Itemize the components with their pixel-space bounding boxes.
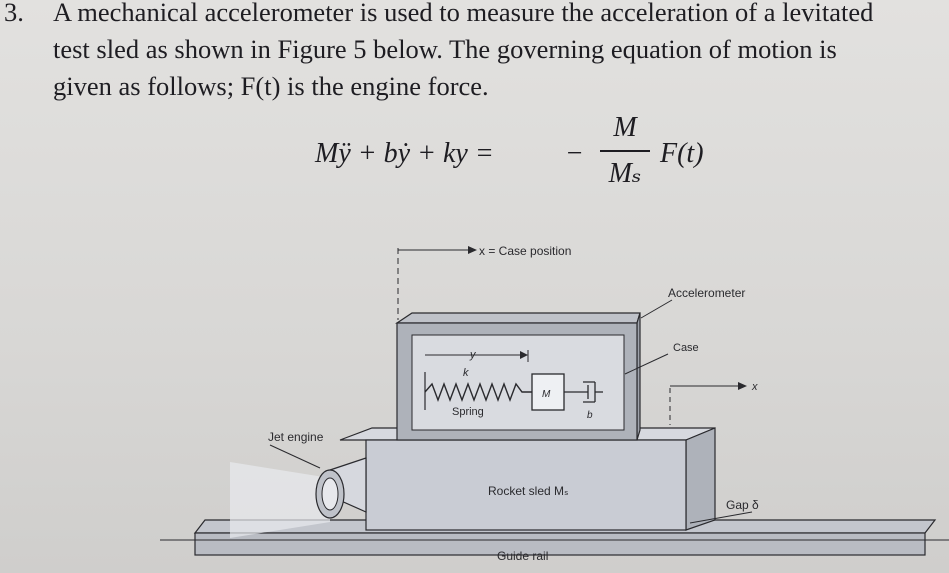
case-position-indicator <box>397 246 477 320</box>
fraction-numerator: M <box>613 112 637 143</box>
x-axis-label: x <box>751 381 758 393</box>
x-axis-indicator <box>669 382 747 425</box>
case-position-label: x = Case position <box>479 244 571 258</box>
spring-mass-damper <box>424 350 603 411</box>
case-label: Case <box>673 342 699 354</box>
mass-label: M <box>542 389 551 400</box>
damper-label: b <box>587 410 593 421</box>
mass-ratio-fraction: M Mₛ <box>600 108 650 194</box>
k-label: k <box>463 367 469 379</box>
case-leader <box>624 353 669 375</box>
equation-minus: − <box>565 138 584 169</box>
jet-engine <box>230 457 367 538</box>
problem-number: 3. <box>4 0 24 27</box>
gap-leader <box>689 511 753 524</box>
spring-label: Spring <box>452 406 484 418</box>
problem-text: A mechanical accelerometer is used to me… <box>53 0 933 105</box>
equation-lhs: Mÿ + bẏ + ky = <box>315 138 494 169</box>
fraction-denominator: Mₛ <box>608 158 642 189</box>
equation-rhs: F(t) <box>660 138 704 169</box>
y-label: y <box>469 349 477 361</box>
gap-label: Gap δ <box>726 498 759 512</box>
problem-line-1: A mechanical accelerometer is used to me… <box>53 0 874 27</box>
spring-coil <box>424 382 532 402</box>
guide-rail-label: Guide rail <box>497 549 548 563</box>
accelerometer-case <box>395 312 641 441</box>
accelerometer-label: Accelerometer <box>668 286 745 300</box>
rocket-sled <box>339 427 716 531</box>
problem-line-2: test sled as shown in Figure 5 below. Th… <box>53 34 837 64</box>
jet-engine-label: Jet engine <box>268 430 324 444</box>
jet-engine-leader <box>269 444 321 469</box>
problem-line-3: given as follows; F(t) is the engine for… <box>53 71 489 101</box>
accelerometer-leader <box>640 299 673 319</box>
rocket-sled-label: Rocket sled Mₛ <box>488 484 569 498</box>
fraction-bar <box>600 150 650 152</box>
